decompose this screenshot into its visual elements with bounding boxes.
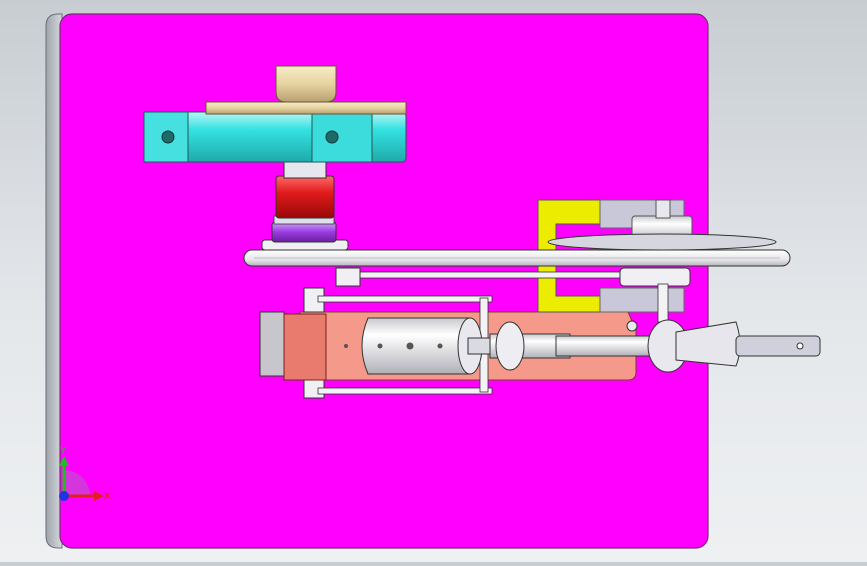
bracket-foot	[599, 287, 685, 313]
frame-bottom-bar	[317, 387, 493, 395]
lug-bolt-hole-left	[161, 130, 175, 144]
cylinder-barrel	[361, 317, 471, 375]
pivot-post	[657, 283, 669, 323]
end-effector-finger	[735, 335, 821, 357]
x-axis-label: X	[104, 491, 111, 502]
motor-stack[interactable]	[261, 161, 349, 251]
finger-hole	[796, 342, 804, 350]
barrel-hole-2	[377, 343, 383, 349]
base-plate-edge	[45, 13, 63, 549]
motor-shaft-collar	[283, 161, 327, 179]
pulley-shaft	[655, 199, 671, 219]
turntable-wheel[interactable]	[143, 65, 407, 163]
wheel-right-lug	[311, 111, 373, 163]
frame-top-bar	[317, 295, 493, 303]
x-axis-head	[94, 491, 104, 501]
motor-red-body	[275, 175, 335, 219]
wheel-flange	[205, 101, 407, 115]
top-hub	[275, 65, 337, 103]
coordinate-triad: Y X	[59, 446, 111, 502]
piston-collar	[495, 321, 525, 371]
main-arm[interactable]	[243, 249, 791, 267]
barrel-hole-1	[344, 344, 348, 348]
pivot-pin	[626, 320, 638, 332]
triad-arc	[64, 470, 90, 496]
base-plate[interactable]	[45, 13, 709, 549]
motor-purple-ring	[271, 221, 337, 243]
link-block-left	[335, 267, 361, 287]
link-block-right	[619, 267, 691, 287]
z-axis-dot	[59, 491, 69, 501]
rod-nut	[467, 337, 491, 355]
cylinder-rear-block	[283, 313, 327, 381]
cylinder-end-cap	[259, 311, 285, 377]
end-effector[interactable]	[675, 321, 821, 367]
pulley-disc	[547, 233, 777, 251]
y-axis-head	[59, 456, 69, 466]
barrel-hole-3	[406, 342, 414, 350]
lug-bolt-hole-right	[325, 130, 339, 144]
upper-link-rod	[351, 271, 623, 279]
barrel-hole-4	[437, 343, 443, 349]
base-plate-face	[59, 13, 709, 549]
y-axis-label: Y	[59, 446, 67, 457]
